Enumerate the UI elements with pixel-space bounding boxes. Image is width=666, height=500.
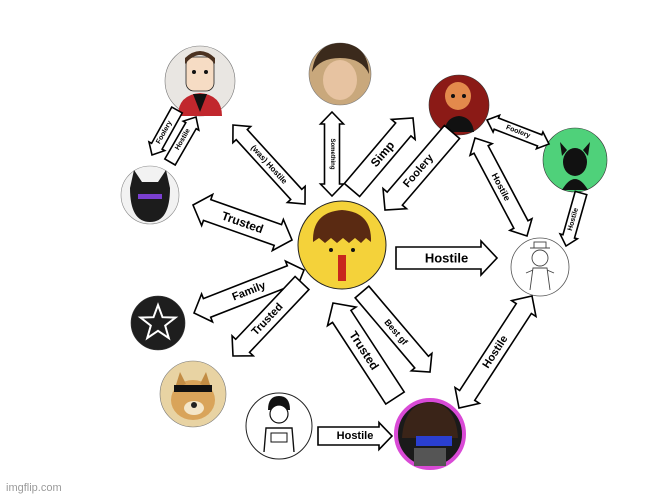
arrow-shape-trusted-doge — [231, 275, 311, 357]
arrow-shape-trusted-pink — [326, 302, 406, 406]
arrow-hostile-red-sketch: Hostile — [468, 136, 534, 238]
arrow-shape-hostile-red-sketch — [468, 136, 534, 238]
arrow-was-hostile: (was) Hostile — [232, 124, 306, 205]
node-green-horned-creature — [542, 127, 608, 193]
arrow-hostile-hooded-pink: Hostile — [317, 420, 394, 452]
arrow-shape-hostile-pink-sketch — [453, 295, 538, 409]
arrow-label-hostile-sketch: Hostile — [425, 251, 468, 266]
node-sketch-character — [510, 237, 570, 297]
arrow-label-something: Something — [329, 139, 335, 170]
arrow-foolery-right: Foolery — [485, 113, 551, 151]
arrow-shape-hostile-top — [163, 115, 200, 167]
node-pink-ring-character — [394, 398, 466, 470]
node-dark-cat-character — [120, 165, 180, 225]
arrow-shape-trusted-cat — [191, 192, 294, 253]
arrow-shape-something — [318, 110, 346, 198]
arrow-shape-foolery-right — [485, 113, 551, 151]
arrow-shape-hostile-sketch — [395, 238, 499, 278]
arrow-shape-simp — [343, 117, 417, 198]
node-star-emblem — [130, 295, 186, 351]
arrow-shape-hostile-green-sketch — [558, 190, 588, 248]
arrow-hostile-green-sketch: Hostile — [558, 190, 588, 248]
arrow-trusted-pink: Trusted — [326, 302, 406, 406]
arrow-something: Something — [318, 110, 346, 198]
arrow-shape-hostile-hooded-pink — [317, 420, 394, 452]
arrow-shape-foolery-center — [382, 124, 461, 211]
node-hooded-figure — [245, 392, 313, 460]
arrow-label-hostile-hooded-pink: Hostile — [337, 430, 374, 442]
arrow-shape-foolery-top — [147, 105, 184, 157]
arrow-shape-family — [192, 259, 306, 324]
node-red-jacket-character — [164, 45, 236, 117]
arrow-hostile-sketch: Hostile — [395, 238, 499, 278]
arrow-trusted-doge: Trusted — [231, 275, 311, 357]
arrow-label-was-hostile: (was) Hostile — [249, 143, 289, 186]
arrow-trusted-cat: Trusted — [191, 192, 294, 253]
node-center-yellow-character — [297, 200, 387, 290]
arrow-shape-was-hostile — [232, 124, 306, 205]
node-photo-person — [308, 42, 372, 106]
node-red-haired-character — [428, 74, 490, 136]
node-doge — [159, 360, 227, 428]
watermark: imgflip.com — [6, 482, 62, 494]
arrow-hostile-pink-sketch: Hostile — [453, 295, 538, 409]
arrow-shape-best-gf — [354, 285, 433, 373]
